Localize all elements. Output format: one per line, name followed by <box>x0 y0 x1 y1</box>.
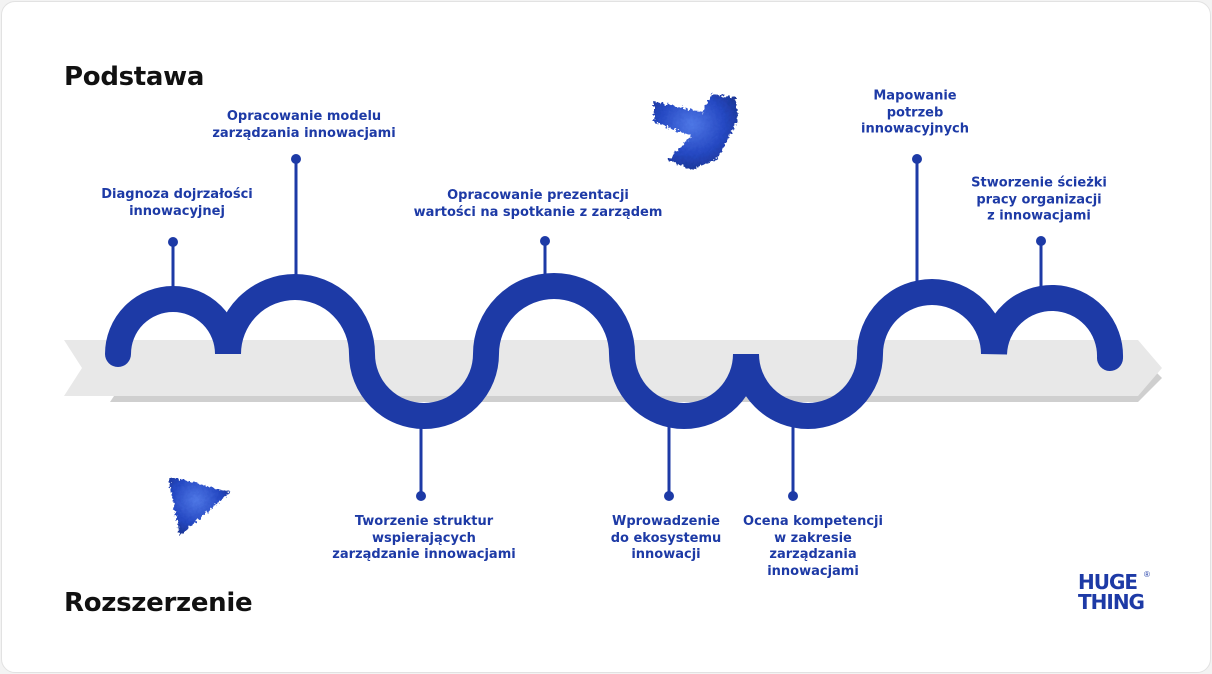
milestone-dot-ekosystem <box>664 491 674 501</box>
logo-registered-mark: ® <box>1144 570 1150 579</box>
milestone-dot-mapowanie <box>912 154 922 164</box>
milestone-dot-diagnoza <box>168 237 178 247</box>
milestone-dot-prezentacja <box>540 236 550 246</box>
milestone-label-diagnoza: Diagnoza dojrzałości innowacyjnej <box>101 187 253 219</box>
logo-line-2: THING <box>1078 590 1145 614</box>
milestone-dot-model <box>291 154 301 164</box>
milestone-label-mapowanie: Mapowanie potrzeb innowacyjnych <box>860 88 970 137</box>
hugething-logo: HUGE THING ® <box>1076 570 1156 618</box>
milestone-dot-sciezka <box>1036 236 1046 246</box>
logo-line-1: HUGE <box>1078 570 1138 594</box>
timeline-wave <box>105 273 1124 429</box>
milestone-dot-struktury <box>416 491 426 501</box>
section-title-top: Podstawa <box>64 62 205 92</box>
section-title-bottom: Rozszerzenie <box>64 588 253 618</box>
milestone-label-struktury: Tworzenie struktur wspierających zarządz… <box>332 514 516 562</box>
milestone-label-kompetencje: Ocena kompetencji w zakresie zarządzania… <box>743 514 883 579</box>
milestone-connectors <box>171 159 1043 496</box>
milestone-label-model: Opracowanie modelu zarządzania innowacja… <box>212 109 396 141</box>
milestone-label-sciezka: Stworzenie ścieżki pracy organizacji z i… <box>971 175 1107 224</box>
milestone-label-ekosystem: Wprowadzenie do ekosystemu innowacji <box>610 514 722 562</box>
fluffy-arrow-icon <box>654 94 738 170</box>
milestone-label-prezentacja: Opracowanie prezentacji wartości na spot… <box>413 188 663 220</box>
milestone-dot-kompetencje <box>788 491 798 501</box>
fluffy-triangle-icon <box>168 476 230 536</box>
